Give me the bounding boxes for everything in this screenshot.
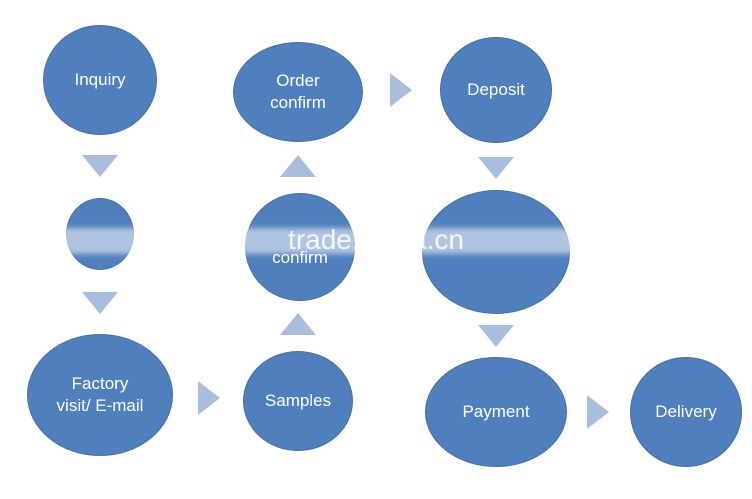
inquiry-label: Inquiry [74, 70, 126, 89]
arrow-down-step6 [478, 325, 514, 347]
arrow-up-samples [280, 313, 316, 335]
inquiry-node: Inquiry [43, 25, 157, 135]
arrow-down-deposit [478, 157, 514, 179]
arrow-right-payment [587, 395, 609, 429]
factory-visit-node: Factory visit/ E-mail [27, 334, 173, 456]
arrow-right-factory [198, 381, 220, 415]
samples-node: Samples [243, 351, 353, 451]
arrow-down-inquiry [82, 155, 118, 177]
samples-label: Samples [264, 391, 332, 410]
order-confirm-node: Order confirm [233, 42, 363, 142]
arrow-right-order [390, 73, 412, 107]
arrow-down-step2 [82, 292, 118, 314]
watermark-band [60, 228, 580, 254]
payment-label: Payment [462, 402, 530, 421]
delivery-label: Delivery [655, 402, 717, 421]
watermark-text: trade.china.cn [288, 224, 464, 255]
delivery-node: Delivery [630, 357, 742, 467]
deposit-label: Deposit [467, 80, 525, 99]
payment-node: Payment [425, 357, 567, 467]
order-confirm-label: Order confirm [270, 71, 326, 112]
arrow-up-confirm [280, 155, 316, 177]
deposit-node: Deposit [440, 37, 552, 143]
factory-visit-label: Factory visit/ E-mail [56, 374, 144, 415]
